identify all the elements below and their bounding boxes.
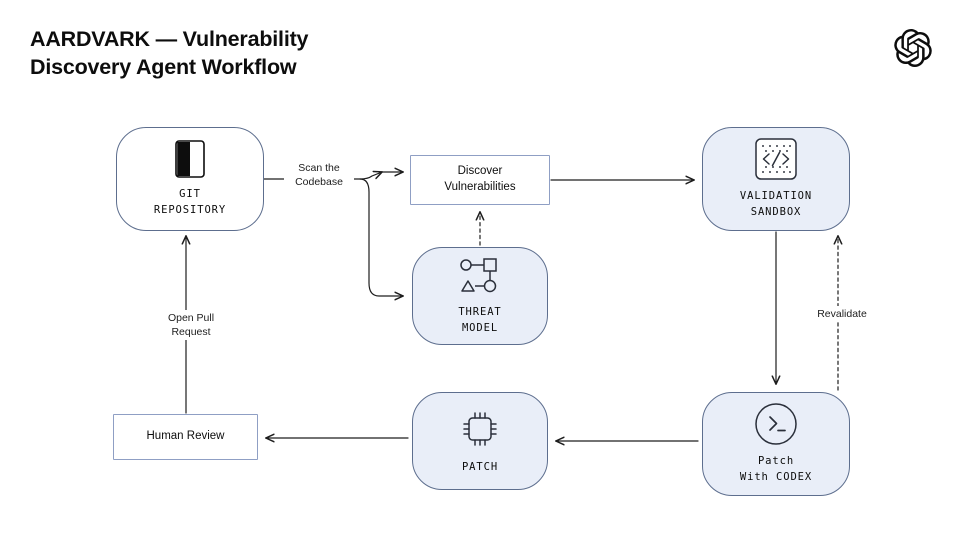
node-label-threat-model: THREAT MODEL: [458, 306, 502, 334]
cpu-chip-icon: [458, 407, 502, 451]
node-label-patch-with-codex: Patch With CODEX: [739, 455, 813, 483]
node-discover-vulnerabilities[interactable]: Discover Vulnerabilities: [410, 155, 550, 205]
threat-graph-icon: [457, 256, 503, 296]
node-label-discover-vulnerabilities: Discover Vulnerabilities: [444, 165, 516, 193]
edge-label-scan-the-codebase: Scan the Codebase: [284, 160, 354, 191]
node-threat-model[interactable]: THREAT MODEL: [412, 247, 548, 345]
node-label-git-repository: GIT REPOSITORY: [153, 188, 227, 216]
node-patch-with-codex[interactable]: Patch With CODEX: [702, 392, 850, 496]
node-label-human-review: Human Review: [146, 430, 225, 443]
repository-book-icon: [175, 140, 205, 179]
edge-label-revalidate: Revalidate: [802, 306, 882, 323]
node-validation-sandbox[interactable]: VALIDATION SANDBOX: [702, 127, 850, 231]
node-human-review[interactable]: Human Review: [113, 414, 258, 460]
terminal-prompt-icon: [755, 403, 797, 446]
edge-scan-to-discover: [351, 172, 382, 180]
page-title: AARDVARK — Vulnerability Discovery Agent…: [30, 27, 309, 79]
node-git-repository[interactable]: GIT REPOSITORY: [116, 127, 264, 231]
edge-scan-to-threat-model: [359, 178, 403, 296]
node-label-validation-sandbox: VALIDATION SANDBOX: [739, 190, 813, 218]
node-patch[interactable]: PATCH: [412, 392, 548, 490]
code-sandbox-icon: [755, 138, 797, 181]
edge-label-open-pull-request: Open Pull Request: [152, 310, 230, 341]
openai-logo-icon: [894, 29, 932, 68]
node-label-patch: PATCH: [461, 460, 499, 473]
